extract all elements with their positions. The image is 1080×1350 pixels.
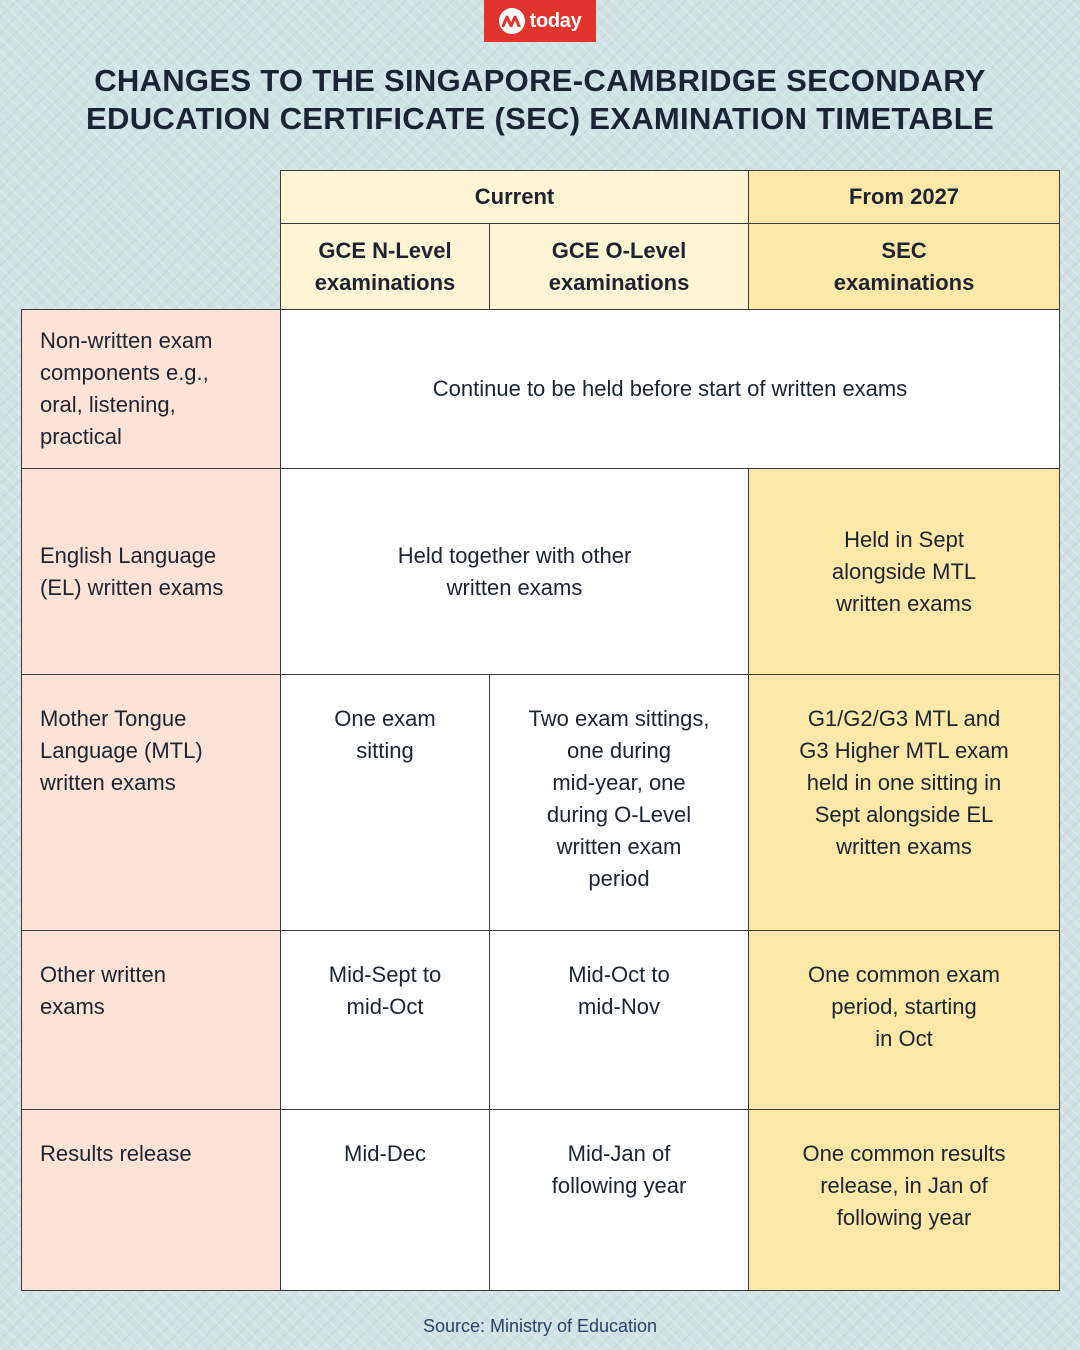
column-header-n-level: GCE N-Level examinations (280, 223, 490, 310)
cell-other-o-level: Mid-Oct to mid-Nov (488, 930, 750, 1110)
source-credit: Source: Ministry of Education (422, 1316, 658, 1336)
merged-cell-non-written: Continue to be held before start of writ… (279, 309, 1061, 469)
row-label-results-release: Results release (21, 1109, 281, 1291)
column-header-o-level: GCE O-Level examinations (488, 223, 750, 310)
logo-text: today (529, 9, 582, 32)
table-row: Other written exams Mid-Sept to mid-Oct … (21, 930, 1061, 1110)
cell-other-sec: One common exam period, starting in Oct (748, 930, 1061, 1110)
row-label-non-written: Non-written exam components e.g., oral, … (21, 309, 281, 469)
row-label-english: English Language (EL) written exams (21, 468, 281, 675)
group-header-current: Current (279, 170, 750, 224)
table-row: Non-written exam components e.g., oral, … (21, 309, 1061, 469)
table-row: Mother Tongue Language (MTL) written exa… (21, 674, 1061, 931)
title-line: EDUCATION CERTIFICATE (SEC) EXAMINATION … (86, 101, 994, 136)
row-label-other-written: Other written exams (21, 930, 281, 1110)
cell-results-n-level: Mid-Dec (280, 1109, 490, 1291)
brand-logo: today (484, 0, 596, 42)
cell-mtl-sec: G1/G2/G3 MTL and G3 Higher MTL exam held… (748, 674, 1061, 931)
cell-english-sec: Held in Sept alongside MTL written exams (748, 468, 1061, 675)
table-row: Results release Mid-Dec Mid-Jan of follo… (21, 1109, 1061, 1291)
cell-results-sec: One common results release, in Jan of fo… (748, 1109, 1061, 1291)
cell-other-n-level: Mid-Sept to mid-Oct (280, 930, 490, 1110)
cell-mtl-o-level: Two exam sittings, one during mid-year, … (488, 674, 750, 931)
row-label-mother-tongue: Mother Tongue Language (MTL) written exa… (21, 674, 281, 931)
group-header-from-2027: From 2027 (748, 170, 1061, 224)
empty-corner-cell (21, 170, 281, 310)
cell-results-o-level: Mid-Jan of following year (488, 1109, 750, 1291)
cell-mtl-n-level: One exam sitting (280, 674, 490, 931)
timetable-comparison-table: Current From 2027 GCE N-Level examinatio… (21, 170, 1061, 1291)
mediacorp-logo-icon (498, 8, 525, 34)
table-row: English Language (EL) written exams Held… (21, 468, 1061, 675)
page-title: CHANGES TO THE SINGAPORE-CAMBRIDGE SECON… (0, 62, 1080, 138)
column-header-sec: SEC examinations (748, 223, 1061, 310)
cell-english-current: Held together with other written exams (279, 468, 750, 675)
title-line: CHANGES TO THE SINGAPORE-CAMBRIDGE SECON… (94, 63, 986, 98)
